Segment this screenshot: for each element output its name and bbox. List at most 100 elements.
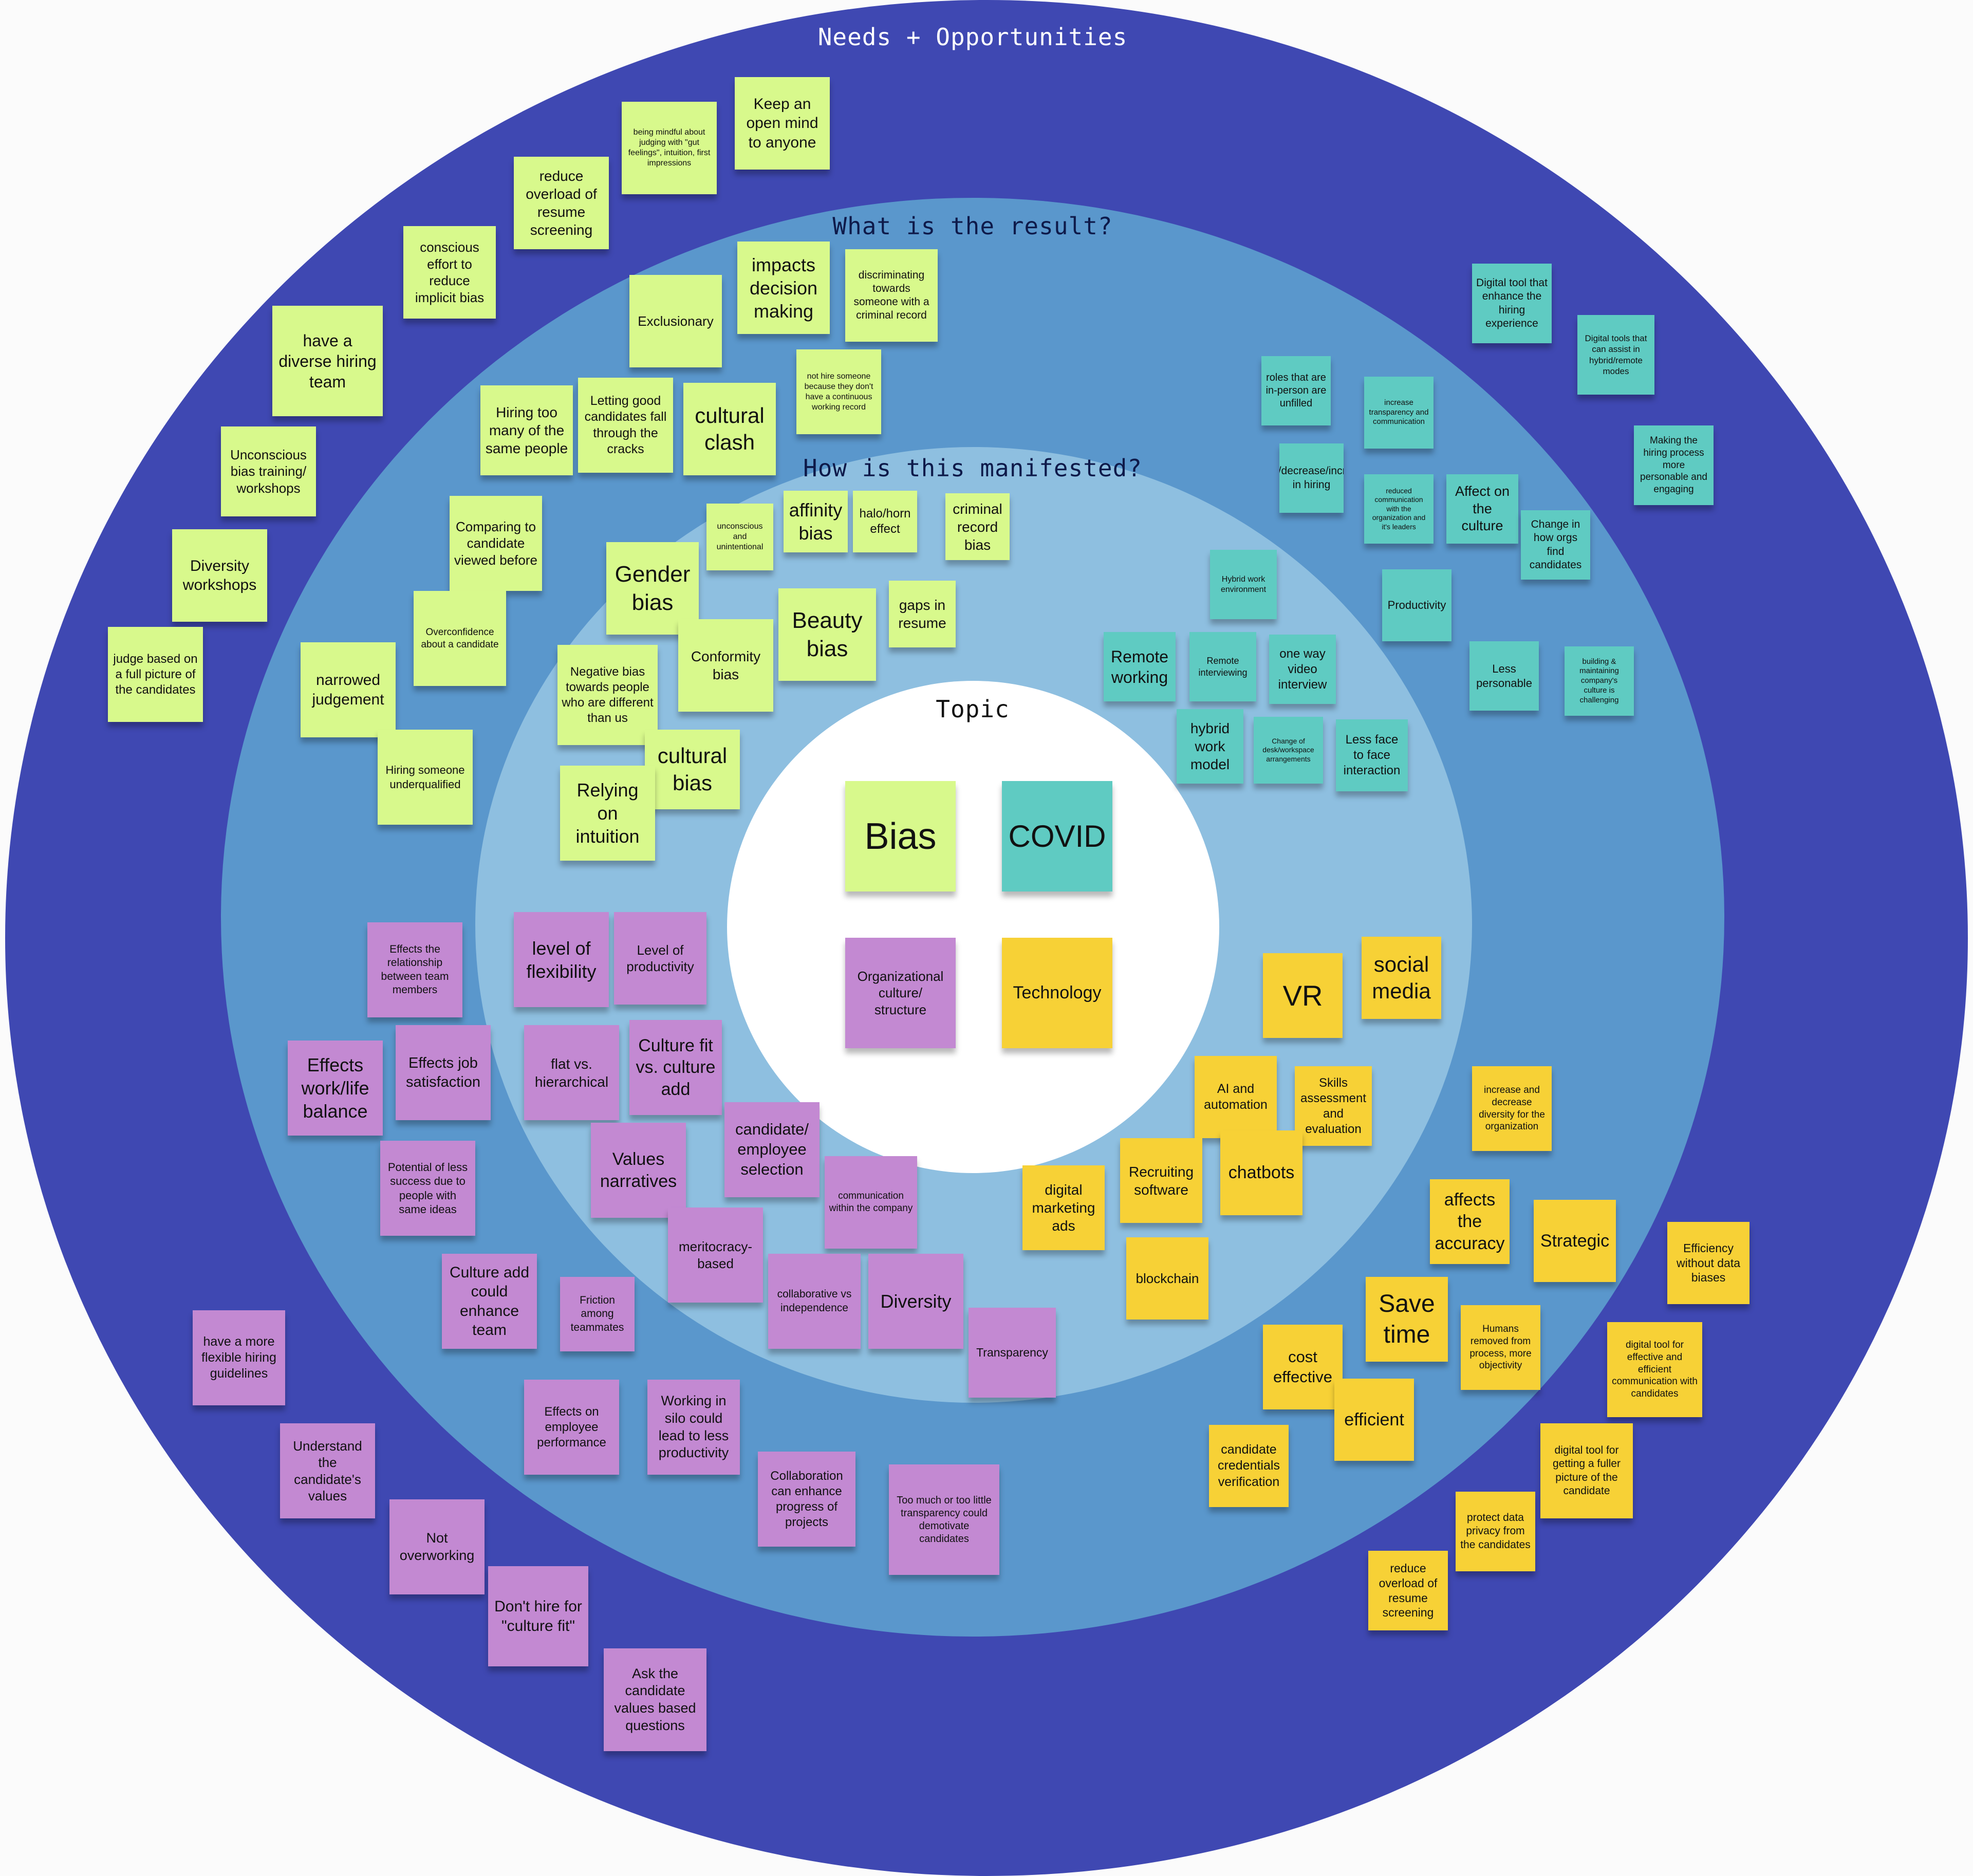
sticky-note-bias-criminal-record-bias[interactable]: criminal record bias bbox=[945, 493, 1010, 560]
sticky-note-technology-strategic[interactable]: Strategic bbox=[1534, 1200, 1616, 1282]
sticky-note-culture-culture-add-could-enhance-team[interactable]: Culture add could enhance team bbox=[442, 1254, 537, 1349]
sticky-note-bias-relying-on-intuition[interactable]: Relying on intuition bbox=[560, 766, 655, 861]
sticky-note-bias-unconscious-and-unintentional[interactable]: unconscious and unintentional bbox=[706, 504, 773, 570]
sticky-note-bias-letting-good-candidates-fall-through-the[interactable]: Letting good candidates fall through the… bbox=[578, 378, 673, 473]
sticky-note-bias-unconscious-bias-training-workshops[interactable]: Unconscious bias training/ workshops bbox=[221, 426, 316, 516]
sticky-note-culture-transparency[interactable]: Transparency bbox=[969, 1308, 1056, 1398]
sticky-note-culture-culture-fit-vs-culture-add[interactable]: Culture fit vs. culture add bbox=[629, 1020, 722, 1115]
sticky-note-technology-digital-tool-for-effective-and-efficient[interactable]: digital tool for effective and efficient… bbox=[1607, 1322, 1702, 1417]
sticky-note-bias-judge-based-on-a-full-picture-of-the-can[interactable]: judge based on a full picture of the can… bbox=[108, 627, 203, 722]
sticky-note-bias-not-hire-someone-because-they-don-t-have[interactable]: not hire someone because they don't have… bbox=[796, 349, 881, 434]
sticky-note-culture-friction-among-teammates[interactable]: Friction among teammates bbox=[560, 1277, 635, 1351]
sticky-note-culture-too-much-or-too-little-transparency-coul[interactable]: Too much or too little transparency coul… bbox=[889, 1464, 999, 1575]
sticky-note-culture-collaborative-vs-independence[interactable]: collaborative vs independence bbox=[768, 1254, 861, 1349]
sticky-note-culture-collaboration-can-enhance-progress-of-pr[interactable]: Collaboration can enhance progress of pr… bbox=[758, 1452, 855, 1547]
sticky-note-culture-candidate-employee-selection[interactable]: candidate/ employee selection bbox=[724, 1102, 820, 1197]
sticky-note-culture-have-a-more-flexible-hiring-guidelines[interactable]: have a more flexible hiring guidelines bbox=[193, 1310, 285, 1405]
sticky-note-technology-save-time[interactable]: Save time bbox=[1366, 1277, 1448, 1362]
sticky-note-culture-ask-the-candidate-values-based-questions[interactable]: Ask the candidate values based questions bbox=[604, 1648, 706, 1751]
sticky-note-technology-chatbots[interactable]: chatbots bbox=[1220, 1130, 1302, 1215]
sticky-note-covid-halts-decrease-increase-in-hiring[interactable]: Halts/decrease/increase in hiring bbox=[1279, 443, 1344, 513]
sticky-note-technology-recruiting-software[interactable]: Recruiting software bbox=[1120, 1138, 1202, 1223]
sticky-note-culture-not-overworking[interactable]: Not overworking bbox=[389, 1499, 485, 1594]
sticky-note-technology-increase-and-decrease-diversity-for-the-[interactable]: increase and decrease diversity for the … bbox=[1472, 1066, 1552, 1151]
sticky-note-covid-reduced-communication-with-the-organizat[interactable]: reduced communication with the organizat… bbox=[1364, 474, 1434, 544]
sticky-note-culture-diversity[interactable]: Diversity bbox=[868, 1254, 963, 1349]
sticky-note-covid-change-in-how-orgs-find-candidates[interactable]: Change in how orgs find candidates bbox=[1521, 510, 1590, 580]
sticky-note-bias-overconfidence-about-a-candidate[interactable]: Overconfidence about a candidate bbox=[414, 591, 506, 686]
sticky-note-bias-negative-bias-towards-people-who-are-dif[interactable]: Negative bias towards people who are dif… bbox=[557, 645, 658, 745]
sticky-note-bias-being-mindful-about-judging-with-gut-fee[interactable]: being mindful about judging with "gut fe… bbox=[622, 102, 717, 194]
sticky-note-bias-halo-horn-effect[interactable]: halo/horn effect bbox=[853, 491, 917, 552]
sticky-note-culture-potential-of-less-success-due-to-people-[interactable]: Potential of less success due to people … bbox=[380, 1141, 475, 1236]
sticky-note-technology-social-media[interactable]: social media bbox=[1362, 937, 1441, 1019]
sticky-note-covid-building-maintaining-company-s-culture-i[interactable]: building & maintaining company's culture… bbox=[1565, 646, 1634, 716]
sticky-note-bias-beauty-bias[interactable]: Beauty bias bbox=[778, 588, 876, 681]
sticky-note-culture-level-of-flexibility[interactable]: level of flexibility bbox=[514, 912, 609, 1007]
sticky-note-culture-don-t-hire-for-culture-fit[interactable]: Don't hire for "culture fit" bbox=[488, 1566, 588, 1666]
sticky-note-bias-cultural-bias[interactable]: cultural bias bbox=[645, 730, 740, 809]
label-manifested: How is this manifested? bbox=[803, 454, 1142, 482]
sticky-note-technology-digital-tool-for-getting-a-fuller-pictur[interactable]: digital tool for getting a fuller pictur… bbox=[1540, 1423, 1633, 1518]
sticky-note-technology-protect-data-privacy-from-the-candidates[interactable]: protect data privacy from the candidates bbox=[1456, 1492, 1535, 1571]
sticky-note-technology-skills-assessment-and-evaluation[interactable]: Skills assessment and evaluation bbox=[1295, 1066, 1372, 1146]
sticky-note-technology-affects-the-accuracy[interactable]: affects the accuracy bbox=[1430, 1179, 1510, 1264]
sticky-note-bias-impacts-decision-making[interactable]: impacts decision making bbox=[737, 242, 830, 334]
sticky-note-covid-one-way-video-interview[interactable]: one way video interview bbox=[1269, 635, 1336, 704]
sticky-note-covid-remote-interviewing[interactable]: Remote interviewing bbox=[1189, 632, 1256, 701]
sticky-note-technology-technology[interactable]: Technology bbox=[1002, 938, 1112, 1048]
sticky-note-culture-effects-the-relationship-between-team-me[interactable]: Effects the relationship between team me… bbox=[367, 922, 462, 1017]
sticky-note-technology-digital-marketing-ads[interactable]: digital marketing ads bbox=[1022, 1165, 1105, 1250]
sticky-note-covid-digital-tool-that-enhance-the-hiring-exp[interactable]: Digital tool that enhance the hiring exp… bbox=[1472, 264, 1552, 343]
sticky-note-culture-effects-job-satisfaction[interactable]: Effects job satisfaction bbox=[396, 1025, 491, 1120]
sticky-note-technology-efficiency-without-data-biases[interactable]: Efficiency without data biases bbox=[1667, 1222, 1749, 1304]
sticky-note-covid-digital-tools-that-can-assist-in-hybrid-[interactable]: Digital tools that can assist in hybrid/… bbox=[1577, 315, 1654, 395]
sticky-note-bias-have-a-diverse-hiring-team[interactable]: have a diverse hiring team bbox=[272, 306, 383, 416]
sticky-note-culture-working-in-silo-could-lead-to-less-produ[interactable]: Working in silo could lead to less produ… bbox=[647, 1380, 740, 1475]
sticky-note-covid-affect-on-the-culture[interactable]: Affect on the culture bbox=[1446, 474, 1518, 544]
sticky-note-technology-vr[interactable]: VR bbox=[1263, 953, 1343, 1038]
sticky-note-technology-efficient[interactable]: efficient bbox=[1334, 1379, 1414, 1461]
sticky-note-bias-conscious-effort-to-reduce-implicit-bias[interactable]: conscious effort to reduce implicit bias bbox=[403, 226, 496, 319]
sticky-note-bias-narrowed-judgement[interactable]: narrowed judgement bbox=[301, 642, 396, 737]
sticky-note-covid-hybrid-work-environment[interactable]: Hybrid work environment bbox=[1210, 550, 1277, 619]
sticky-note-culture-communication-within-the-company[interactable]: communication within the company bbox=[825, 1156, 917, 1249]
sticky-note-bias-diversity-workshops[interactable]: Diversity workshops bbox=[172, 529, 267, 622]
sticky-note-bias-gaps-in-resume[interactable]: gaps in resume bbox=[889, 581, 956, 647]
sticky-note-culture-values-narratives[interactable]: Values narratives bbox=[591, 1123, 686, 1218]
sticky-note-culture-organizational-culture-structure[interactable]: Organizational culture/ structure bbox=[845, 938, 956, 1048]
sticky-note-bias-conformity-bias[interactable]: Conformity bias bbox=[678, 619, 773, 712]
sticky-note-bias-hiring-someone-underqualified[interactable]: Hiring someone underqualified bbox=[378, 730, 473, 825]
sticky-note-bias-reduce-overload-of-resume-screening[interactable]: reduce overload of resume screening bbox=[514, 157, 609, 249]
sticky-note-bias-cultural-clash[interactable]: cultural clash bbox=[683, 383, 776, 475]
sticky-note-culture-effects-on-employee-performance[interactable]: Effects on employee performance bbox=[524, 1380, 619, 1475]
sticky-note-technology-candidate-credentials-verification[interactable]: candidate credentials verification bbox=[1209, 1425, 1289, 1507]
sticky-note-covid-increase-transparency-and-communication[interactable]: increase transparency and communication bbox=[1364, 377, 1434, 449]
sticky-note-bias-discriminating-towards-someone-with-a-cr[interactable]: discriminating towards someone with a cr… bbox=[845, 249, 938, 342]
sticky-note-covid-remote-working[interactable]: Remote working bbox=[1104, 632, 1176, 701]
sticky-note-covid-hybrid-work-model[interactable]: hybrid work model bbox=[1177, 709, 1243, 784]
sticky-note-bias-keep-an-open-mind-to-anyone[interactable]: Keep an open mind to anyone bbox=[735, 77, 830, 170]
sticky-note-technology-humans-removed-from-process-more-objecti[interactable]: Humans removed from process, more object… bbox=[1461, 1305, 1540, 1390]
sticky-note-covid-roles-that-are-in-person-are-unfilled[interactable]: roles that are in-person are unfilled bbox=[1261, 356, 1331, 425]
sticky-note-covid-covid[interactable]: COVID bbox=[1002, 781, 1112, 891]
sticky-note-technology-reduce-overload-of-resume-screening[interactable]: reduce overload of resume screening bbox=[1368, 1551, 1448, 1630]
sticky-note-bias-hiring-too-many-of-the-same-people[interactable]: Hiring too many of the same people bbox=[480, 385, 573, 475]
sticky-note-culture-understand-the-candidate-s-values[interactable]: Understand the candidate's values bbox=[280, 1423, 375, 1518]
sticky-note-bias-bias[interactable]: Bias bbox=[845, 781, 956, 891]
sticky-note-culture-meritocracy-based[interactable]: meritocracy-based bbox=[668, 1208, 763, 1303]
sticky-note-bias-affinity-bias[interactable]: affinity bias bbox=[784, 491, 848, 552]
sticky-note-technology-blockchain[interactable]: blockchain bbox=[1126, 1237, 1208, 1320]
sticky-note-covid-less-personable[interactable]: Less personable bbox=[1469, 641, 1539, 711]
sticky-note-culture-level-of-productivity[interactable]: Level of productivity bbox=[614, 912, 706, 1005]
sticky-note-covid-making-the-hiring-process-more-personabl[interactable]: Making the hiring process more personabl… bbox=[1634, 425, 1714, 505]
sticky-note-bias-exclusionary[interactable]: Exclusionary bbox=[629, 275, 722, 367]
sticky-note-culture-effects-work-life-balance[interactable]: Effects work/life balance bbox=[288, 1041, 383, 1136]
sticky-note-covid-change-of-desk-workspace-arrangements[interactable]: Change of desk/workspace arrangements bbox=[1254, 717, 1323, 784]
sticky-note-technology-cost-effective[interactable]: cost effective bbox=[1263, 1325, 1343, 1409]
sticky-note-covid-productivity[interactable]: Productivity bbox=[1382, 569, 1451, 641]
sticky-note-culture-flat-vs-hierarchical[interactable]: flat vs. hierarchical bbox=[524, 1025, 619, 1120]
sticky-note-bias-comparing-to-candidate-viewed-before[interactable]: Comparing to candidate viewed before bbox=[450, 496, 542, 591]
sticky-note-technology-ai-and-automation[interactable]: AI and automation bbox=[1195, 1056, 1277, 1138]
sticky-note-covid-less-face-to-face-interaction[interactable]: Less face to face interaction bbox=[1336, 719, 1408, 791]
